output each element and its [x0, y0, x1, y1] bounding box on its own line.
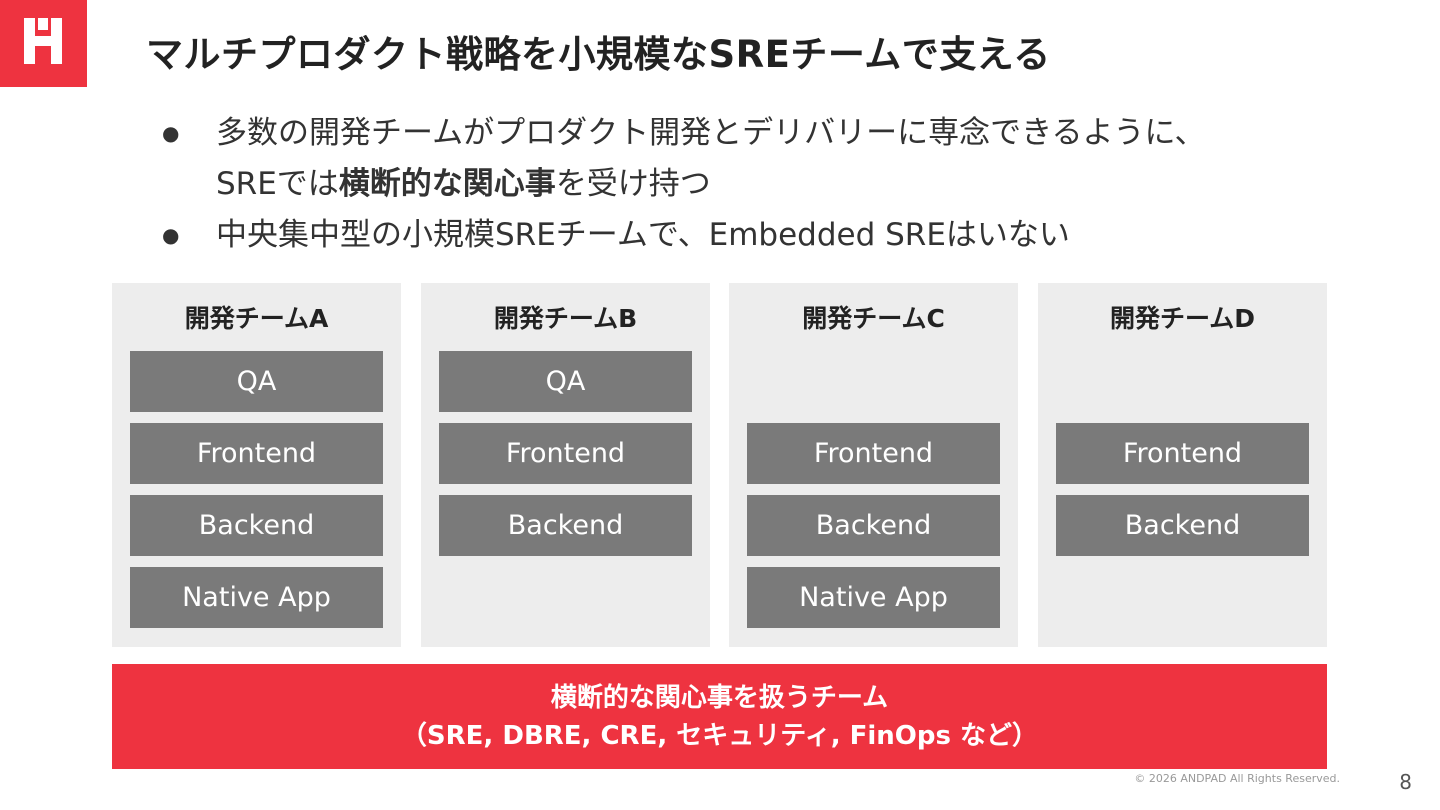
team-card-d: 開発チームD Frontend Backend	[1038, 283, 1327, 647]
role-box: Backend	[439, 495, 692, 556]
bullet-line: SREでは横断的な関心事を受け持つ	[216, 159, 1206, 210]
role-box: Frontend	[130, 423, 383, 484]
team-card-a: 開発チームA QA Frontend Backend Native App	[112, 283, 401, 647]
team-card-c: 開発チームC Frontend Backend Native App	[729, 283, 1018, 647]
team-title: 開発チームB	[493, 304, 638, 333]
role-box: Frontend	[1056, 423, 1309, 484]
role-box: Backend	[1056, 495, 1309, 556]
bullet-dot-icon: ●	[162, 121, 180, 145]
logo-mark-icon	[24, 18, 62, 64]
bullet-dot-icon: ●	[162, 223, 180, 247]
page-title: マルチプロダクト戦略を小規模なSREチームで支える	[146, 33, 1051, 76]
role-box: Frontend	[747, 423, 1000, 484]
role-box: QA	[130, 351, 383, 412]
team-title: 開発チームD	[1109, 304, 1255, 333]
team-title: 開発チームC	[802, 304, 945, 333]
bullet-text: SREでは	[216, 166, 339, 202]
andpad-logo	[0, 0, 87, 87]
role-box: Backend	[747, 495, 1000, 556]
cross-cutting-team-title: 横断的な関心事を扱うチーム	[550, 683, 889, 713]
bullet-text: を受け持つ	[555, 166, 711, 202]
role-box: Native App	[130, 567, 383, 628]
cross-cutting-team-members: （SRE, DBRE, CRE, セキュリティ, FinOps など）	[400, 721, 1039, 751]
copyright-footer: © 2026 ANDPAD All Rights Reserved.	[1134, 772, 1340, 785]
bullet-list: ● 多数の開発チームがプロダクト開発とデリバリーに専念できるように、 SREでは…	[160, 108, 1206, 261]
cross-cutting-team-box: 横断的な関心事を扱うチーム （SRE, DBRE, CRE, セキュリティ, F…	[112, 664, 1327, 769]
page-number: 8	[1399, 770, 1412, 794]
team-card-b: 開発チームB QA Frontend Backend	[421, 283, 710, 647]
bullet-item: ● 中央集中型の小規模SREチームで、Embedded SREはいない	[160, 210, 1206, 261]
bullet-item: ● 多数の開発チームがプロダクト開発とデリバリーに専念できるように、 SREでは…	[160, 108, 1206, 210]
role-box: QA	[439, 351, 692, 412]
bullet-emphasis: 横断的な関心事	[338, 166, 556, 202]
role-box: Native App	[747, 567, 1000, 628]
team-title: 開発チームA	[184, 304, 329, 333]
bullet-line: 多数の開発チームがプロダクト開発とデリバリーに専念できるように、	[216, 115, 1206, 151]
role-box: Frontend	[439, 423, 692, 484]
role-box: Backend	[130, 495, 383, 556]
bullet-line: 中央集中型の小規模SREチームで、Embedded SREはいない	[216, 217, 1070, 253]
